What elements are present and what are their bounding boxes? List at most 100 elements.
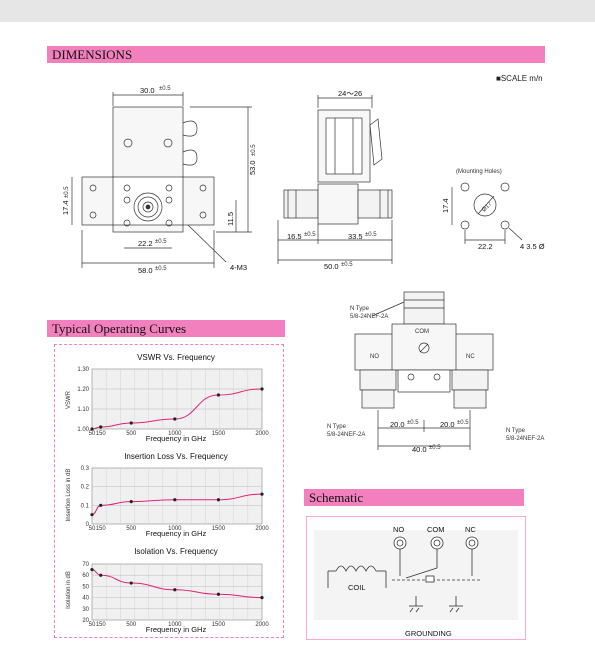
chart-il-ylabel: Insertion Loss in dB <box>66 469 72 522</box>
chart-iso-ytick-label: 50 <box>82 584 89 590</box>
chart-il-data-point <box>216 498 221 502</box>
chart-vswr-ylabel: VSWR <box>66 390 72 409</box>
nc-port-label: NC <box>466 354 475 360</box>
chart-il-title: Insertion Loss Vs. Frequency <box>124 452 228 461</box>
chart-iso-title: Isolation Vs. Frequency <box>134 547 218 556</box>
front-view <box>71 92 252 268</box>
top-connector-type: N Type <box>350 306 370 312</box>
chart-iso-xtick-label: 2000 <box>255 622 269 628</box>
chart-iso-data-point <box>216 592 221 596</box>
curves-header: Typical Operating Curves <box>47 320 285 337</box>
chart-iso-xtick-label: 50 <box>89 622 96 628</box>
front-dim-222-tol: ±0.5 <box>155 239 167 245</box>
mount-dim-174: 17.4 <box>441 198 450 213</box>
schematic-nc-label: NC <box>465 525 476 534</box>
chart-vswr-xtick-label: 2000 <box>255 431 269 437</box>
chart-il-data-point <box>90 513 94 517</box>
side-dim-500-tol: ±0.5 <box>341 262 353 268</box>
front-dim-580: 58.0 <box>138 266 153 275</box>
chart-iso-xlabel: Frequency in GHz <box>146 625 207 634</box>
chart-il-xlabel: Frequency in GHz <box>146 529 207 538</box>
chart-vswr-data-point <box>216 393 221 397</box>
side-dim-165-tol: ±0.5 <box>304 232 316 238</box>
front-dim-right: 53.0 <box>248 160 257 175</box>
chart-iso-ytick-label: 20 <box>82 618 89 624</box>
chart-vswr-ytick-label: 1.10 <box>77 407 89 413</box>
mount-title: (Mounting Holes) <box>456 169 502 175</box>
chart-iso-xtick-label: 500 <box>126 622 137 628</box>
side-view <box>277 95 393 264</box>
chart-vswr: VSWR Vs. Frequency VSWR Frequency in GHz… <box>66 353 269 443</box>
front-dim-222: 22.2 <box>138 239 153 248</box>
conn-dim-b-tol: ±0.5 <box>457 420 469 426</box>
chart-iso-ytick-label: 30 <box>82 607 89 613</box>
chart-iso-ytick-label: 60 <box>82 573 89 579</box>
chart-vswr-data-point <box>99 425 103 429</box>
front-dim-115: 11.5 <box>226 212 235 226</box>
side-dim-top: 24～26 <box>338 89 362 98</box>
chart-il-data-point <box>173 498 177 502</box>
chart-iso-ylabel: Isolation in dB <box>66 571 72 609</box>
curves-panel <box>54 344 284 638</box>
right-connector-thread: 5/8-24NEF-2A <box>506 436 544 442</box>
schematic-panel <box>306 516 526 640</box>
right-connector-type: N Type <box>506 428 526 434</box>
no-port-label: NO <box>370 354 379 360</box>
conn-dim-a-tol: ±0.5 <box>407 420 419 426</box>
mount-view <box>451 182 523 244</box>
conn-dim-a: 20.0 <box>390 420 405 429</box>
side-dim-335: 33.5 <box>348 232 363 241</box>
chart-insertion-loss: Insertion Loss Vs. Frequency Insertion L… <box>66 452 269 538</box>
chart-il-ytick-label: 0.2 <box>81 485 90 491</box>
chart-il-xtick-label: 50 <box>89 526 96 532</box>
front-dim-left-tol: ±0.5 <box>64 186 70 198</box>
chart-vswr-xlabel: Frequency in GHz <box>146 434 207 443</box>
com-port-label: COM <box>415 329 429 335</box>
chart-vswr-ytick-label: 1.30 <box>77 367 89 373</box>
chart-vswr-xtick-label: 150 <box>96 431 107 437</box>
chart-vswr-data-point <box>260 387 264 391</box>
front-dim-left: 17.4 <box>61 200 70 215</box>
chart-iso-data-point <box>173 588 177 592</box>
chart-iso-data-point <box>99 573 103 577</box>
front-thread: 4-M3 <box>230 263 247 272</box>
mount-holes: 4 3.5 Ø <box>520 242 545 251</box>
front-dim-top: 30.0 <box>140 86 155 95</box>
chart-il-ytick-label: 0.3 <box>81 466 90 472</box>
side-dim-165: 16.5 <box>287 232 302 241</box>
chart-vswr-data-point <box>173 417 177 421</box>
left-connector-type: N Type <box>327 424 347 430</box>
chart-vswr-title: VSWR Vs. Frequency <box>137 353 215 362</box>
chart-vswr-xtick-label: 500 <box>126 431 137 437</box>
chart-il-data-point <box>99 503 103 507</box>
chart-il-xtick-label: 150 <box>96 526 107 532</box>
chart-iso-ytick-label: 70 <box>82 562 89 568</box>
chart-il-xtick-label: 2000 <box>255 526 269 532</box>
schematic-grounding-label: GROUNDING <box>405 629 452 638</box>
side-dim-335-tol: ±0.5 <box>365 232 377 238</box>
front-dim-580-tol: ±0.5 <box>155 266 167 272</box>
chart-il-xtick-label: 1500 <box>212 526 226 532</box>
chart-iso-data-point <box>90 568 94 572</box>
chart-iso-ytick-label: 40 <box>82 596 89 602</box>
chart-il-xtick-label: 1000 <box>168 526 182 532</box>
front-dim-top-tol: ±0.5 <box>159 86 171 92</box>
chart-vswr-ytick-label: 1.00 <box>77 427 89 433</box>
dimensions-header: DIMENSIONS <box>47 46 545 63</box>
schematic-diagram: NO COM NC COIL GROUNDING <box>314 525 518 638</box>
chart-iso-xtick-label: 150 <box>96 622 107 628</box>
conn-dim-c: 40.0 <box>412 445 427 454</box>
left-connector-thread: 5/8-24NEF-2A <box>327 432 365 438</box>
schematic-com-label: COM <box>427 525 445 534</box>
chart-vswr-xtick-label: 1000 <box>168 431 182 437</box>
top-connector-thread: 5/8-24NEF-2A <box>350 314 388 320</box>
connector-view <box>354 291 494 450</box>
chart-iso-xtick-label: 1000 <box>168 622 182 628</box>
mount-dim-222: 22.2 <box>478 242 493 251</box>
chart-il-data-point <box>260 492 264 496</box>
chart-il-data-point <box>129 500 133 504</box>
scale-note: ■SCALE m/n <box>496 74 543 83</box>
chart-il-ytick-label: 0 <box>86 522 90 528</box>
